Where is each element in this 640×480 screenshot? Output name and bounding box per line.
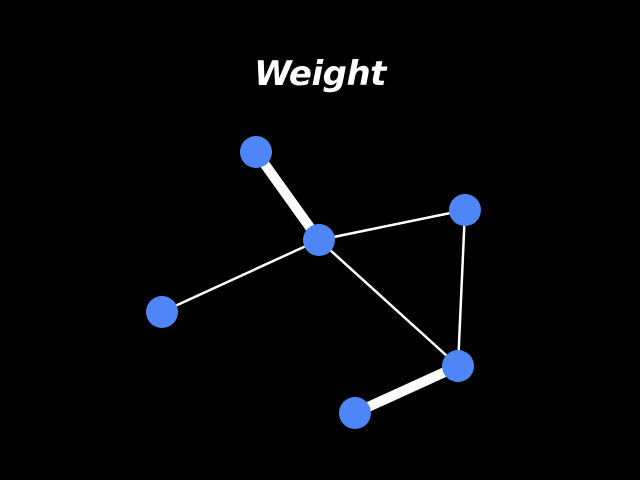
graph-edge-n2-n5 [318,239,459,367]
graph-node-n1 [240,136,272,168]
graph-edge-n1-n2 [251,149,324,243]
graph-nodes [146,136,481,429]
graph-edge-n5-n6 [352,361,461,418]
graph-edge-n2-n3 [318,208,466,242]
graph-edge-n3-n5 [456,209,467,367]
graph-edge-n2-n4 [161,238,320,314]
graph-node-n5 [442,350,474,382]
graph-node-n2 [303,224,335,256]
graph-edges [161,149,467,418]
graph-node-n4 [146,296,178,328]
graph-node-n3 [449,194,481,226]
slide-title: Weight [254,54,386,94]
graph-node-n6 [339,397,371,429]
